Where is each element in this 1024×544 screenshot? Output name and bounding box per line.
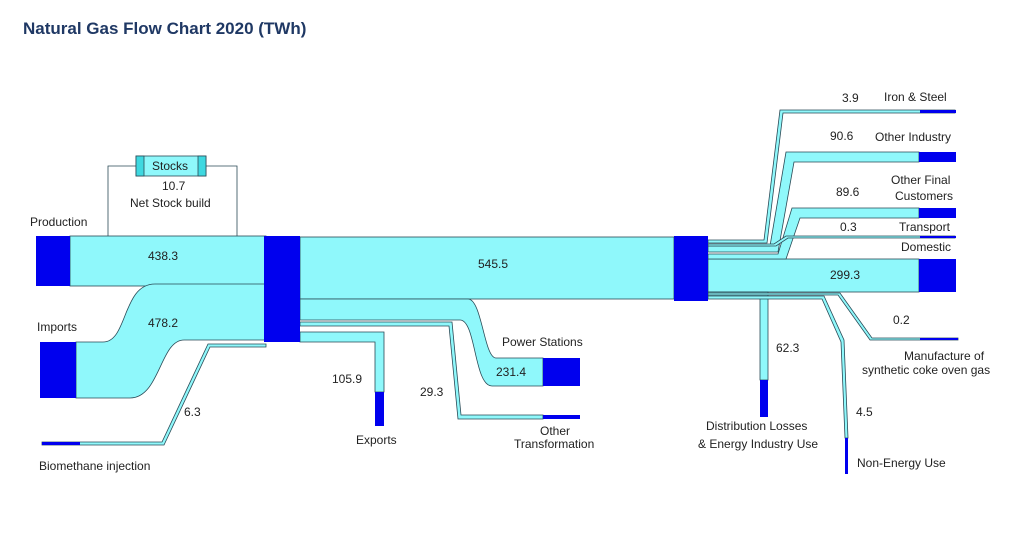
label-coke-oven-2: synthetic coke oven gas [862,363,990,377]
value-power-stations: 231.4 [496,365,526,379]
flow-biomethane [41,343,267,446]
label-production: Production [30,215,87,229]
flow-power-stations [299,298,544,387]
flow-domestic [707,258,920,293]
node-other-final [919,208,956,218]
node-iron-steel [920,110,956,113]
nodes [36,110,958,474]
label-distribution-1: Distribution Losses [706,419,807,433]
node-non-energy [845,438,848,474]
flow-imports [75,283,267,399]
label-iron-steel: Iron & Steel [884,90,947,104]
label-power-stations: Power Stations [502,335,583,349]
value-stocks: 10.7 [162,179,186,193]
flow-stocks [107,165,238,236]
node-domestic [919,259,956,292]
node-other-transformation [543,415,580,419]
value-domestic: 299.3 [830,268,860,282]
label-other-final-2: Customers [895,189,953,203]
node-imports [40,342,76,398]
label-imports: Imports [37,320,77,334]
label-transport: Transport [899,220,951,234]
value-iron-steel: 3.9 [842,91,859,105]
flow-distribution [707,291,769,381]
node-coke-oven [920,338,958,340]
value-exports: 105.9 [332,372,362,386]
label-biomethane: Biomethane injection [39,459,150,473]
flow-non-energy [707,295,849,439]
value-production: 438.3 [148,249,178,263]
node-transport [920,236,956,238]
node-other-industry [919,152,956,162]
node-biomethane [42,442,80,445]
value-transport: 0.3 [840,220,857,234]
node-distribution [760,380,768,417]
node-power-stations [543,358,580,386]
sublabel-stocks: Net Stock build [130,196,211,210]
label-coke-oven-1: Manufacture of [904,349,985,363]
node-exports [375,392,384,426]
value-biomethane: 6.3 [184,405,201,419]
value-other-final: 89.6 [836,185,860,199]
label-other-transformation-2: Transformation [514,437,594,451]
label-stocks: Stocks [152,159,188,173]
node-mixing-1 [264,236,300,342]
value-other-transformation: 29.3 [420,385,444,399]
label-domestic: Domestic [901,240,951,254]
value-non-energy: 4.5 [856,405,873,419]
node-production [36,236,70,286]
value-distribution: 62.3 [776,341,800,355]
node-mixing-2 [674,236,708,301]
label-other-transformation-1: Other [540,424,570,438]
value-other-industry: 90.6 [830,129,854,143]
label-other-industry: Other Industry [875,130,951,144]
label-other-final-1: Other Final [891,173,950,187]
value-imports: 478.2 [148,316,178,330]
value-coke-oven: 0.2 [893,313,910,327]
label-distribution-2: & Energy Industry Use [698,437,818,451]
value-main-flow: 545.5 [478,257,508,271]
stocks-box [135,155,207,177]
label-exports: Exports [356,433,397,447]
label-non-energy: Non-Energy Use [857,456,946,470]
chart-title: Natural Gas Flow Chart 2020 (TWh) [23,19,307,38]
